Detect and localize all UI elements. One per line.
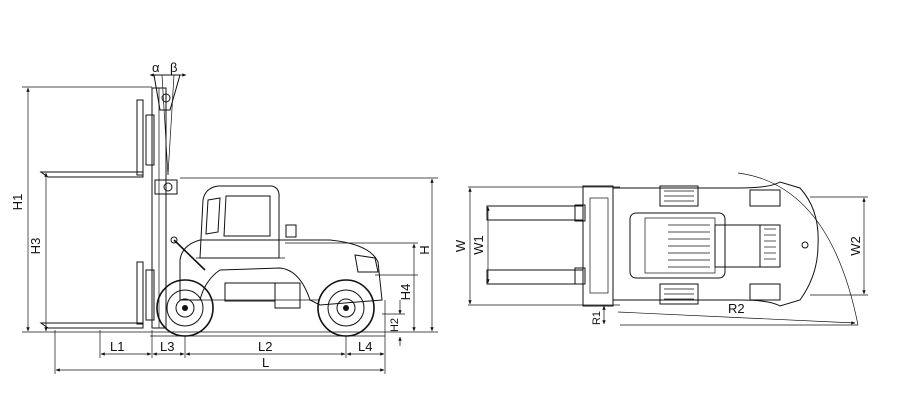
- h-label: H: [417, 245, 432, 254]
- h3-label: H3: [28, 238, 43, 255]
- rear-wheel: [317, 279, 375, 337]
- r2-label: R2: [728, 301, 745, 316]
- l2-label: L2: [258, 339, 272, 354]
- h2-label: H2: [389, 318, 401, 332]
- l3-label: L3: [160, 339, 174, 354]
- lower-fork: [39, 261, 144, 329]
- beta-label: β: [170, 60, 177, 75]
- r1-label: R1: [591, 311, 603, 325]
- l-label: L: [262, 355, 269, 370]
- w1-label: W1: [471, 235, 486, 255]
- l4-label: L4: [358, 339, 372, 354]
- top-view: W W1 W2 R2 R1: [453, 172, 868, 326]
- h4-label: H4: [398, 284, 413, 301]
- h1-label: H1: [10, 194, 25, 211]
- w-label: W: [453, 239, 468, 252]
- front-wheel: [156, 279, 214, 337]
- l1-label: L1: [110, 339, 124, 354]
- cab: [196, 185, 297, 259]
- w2-label: W2: [848, 236, 863, 256]
- side-view: α β H1 H3 H H4 H2 L1: [10, 60, 438, 374]
- chassis: [179, 239, 383, 309]
- top-forks: [486, 205, 584, 285]
- alpha-label: α: [152, 60, 160, 75]
- upper-fork: [39, 99, 144, 178]
